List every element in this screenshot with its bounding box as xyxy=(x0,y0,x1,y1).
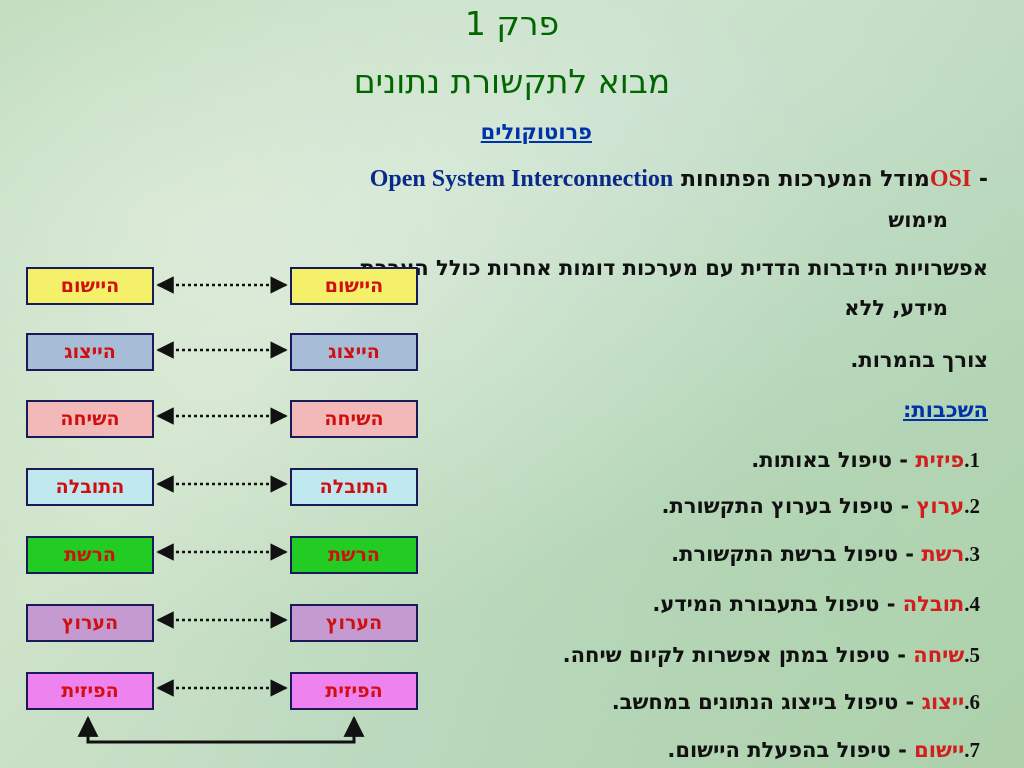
osi-english-name: Open System Interconnection xyxy=(369,166,674,192)
list-item: 7.יישום - טיפול בהפעלת היישום. xyxy=(667,738,980,762)
right-layer-session: השיחה xyxy=(290,400,418,438)
left-layer-transport: התובלה xyxy=(26,468,154,506)
osi-acronym: OSI xyxy=(929,166,972,192)
left-layer-session: השיחה xyxy=(26,400,154,438)
left-layer-physical: הפיזית xyxy=(26,672,154,710)
list-item: 2.ערוץ - טיפול בערוץ התקשורת. xyxy=(661,494,980,518)
right-layer-transport: התובלה xyxy=(290,468,418,506)
list-item: 5.שיחה - טיפול במתן אפשרות לקיום שיחה. xyxy=(562,643,980,667)
left-layer-network: הרשת xyxy=(26,536,154,574)
right-layer-network: הרשת xyxy=(290,536,418,574)
osi-line2: מימוש xyxy=(888,208,948,232)
list-item: 6.ייצוג - טיפול בייצוג הנתונים במחשב. xyxy=(611,690,980,714)
description-line3: צורך בהמרות. xyxy=(850,348,988,372)
right-layer-application: היישום xyxy=(290,267,418,305)
list-item: 3.רשת - טיפול ברשת התקשורת. xyxy=(671,542,980,566)
description-line1: אפשרויות הידברות הדדית עם מערכות דומות א… xyxy=(360,256,988,280)
layers-heading: השכבות: xyxy=(902,398,988,422)
left-layer-application: היישום xyxy=(26,267,154,305)
chapter-title: פרק 1 xyxy=(464,4,560,43)
list-item: 4.תובלה - טיפול בתעבורת המידע. xyxy=(652,592,980,616)
osi-model-text: מודל המערכות הפתוחות xyxy=(680,167,930,192)
osi-line: - OSIמודל המערכות הפתוחות Open System In… xyxy=(370,166,988,193)
left-layer-presentation: הייצוג xyxy=(26,333,154,371)
right-layer-physical: הפיזית xyxy=(290,672,418,710)
right-layer-presentation: הייצוג xyxy=(290,333,418,371)
description-line2: מידע, ללא xyxy=(844,296,948,320)
left-layer-datalink: הערוץ xyxy=(26,604,154,642)
protocols-heading: פרוטוקולים xyxy=(480,120,592,144)
chapter-subtitle: מבוא לתקשורת נתונים xyxy=(353,62,671,101)
osi-dash: - xyxy=(978,167,988,192)
physical-link-arrow xyxy=(77,715,365,744)
list-item: 1.פיזית - טיפול באותות. xyxy=(751,448,980,472)
right-layer-datalink: הערוץ xyxy=(290,604,418,642)
